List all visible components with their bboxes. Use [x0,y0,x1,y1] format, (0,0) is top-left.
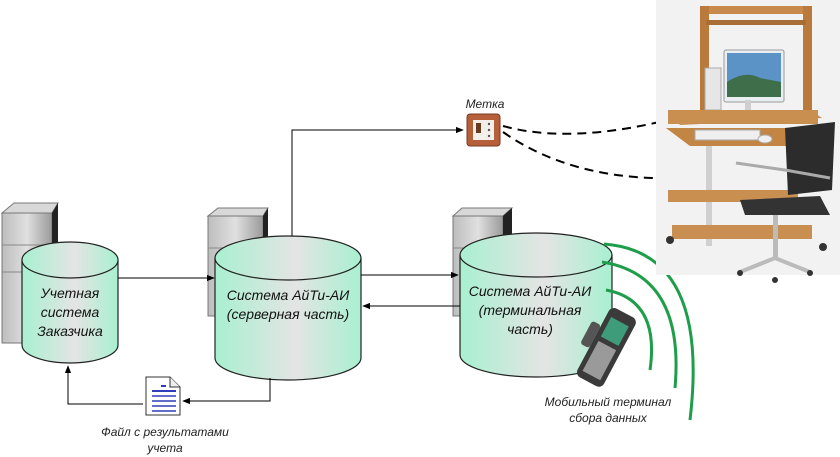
chair-icon [735,122,835,283]
terminal-db [459,232,613,378]
file-label: Файл с результатами учета [80,424,250,456]
customer-accounting-label: Учетная система Заказчика [22,284,118,341]
label-line: система [40,304,100,320]
label-line: учета [147,441,183,455]
label-line: Файл с результатами [101,425,229,439]
workstation-illustration [656,0,840,283]
monitor-icon [723,49,785,121]
label-line: Заказчика [37,323,103,339]
tag-label: Метка [465,97,505,111]
rfid-tag-icon [466,113,501,147]
label-line: (серверная часть) [226,306,350,322]
mobile-terminal-icon [576,307,636,387]
mobile-terminal-label: Мобильный терминал сбора данных [528,394,688,426]
label-line: часть) [507,321,553,337]
label-line: Мобильный терминал [544,395,672,409]
document-icon [145,376,181,416]
edge-server-to-tag [291,126,464,236]
label-line: Система АйТи-АИ [226,287,350,303]
label-line: сбора данных [569,411,647,425]
customer-accounting-db [21,241,119,364]
edge-server-to-file [182,378,271,405]
wireless-signal-icon [601,242,695,421]
label-line: (терминальная [478,302,582,318]
label-line: Учетная [40,285,100,301]
edge-file-to-customer [64,365,143,405]
server-db [214,235,362,381]
label-line: Система АйТи-АИ [468,283,592,299]
server-label: Система АйТи-АИ (серверная часть) [215,286,361,324]
terminal-label: Система АйТи-АИ (терминальная часть) [455,282,605,339]
